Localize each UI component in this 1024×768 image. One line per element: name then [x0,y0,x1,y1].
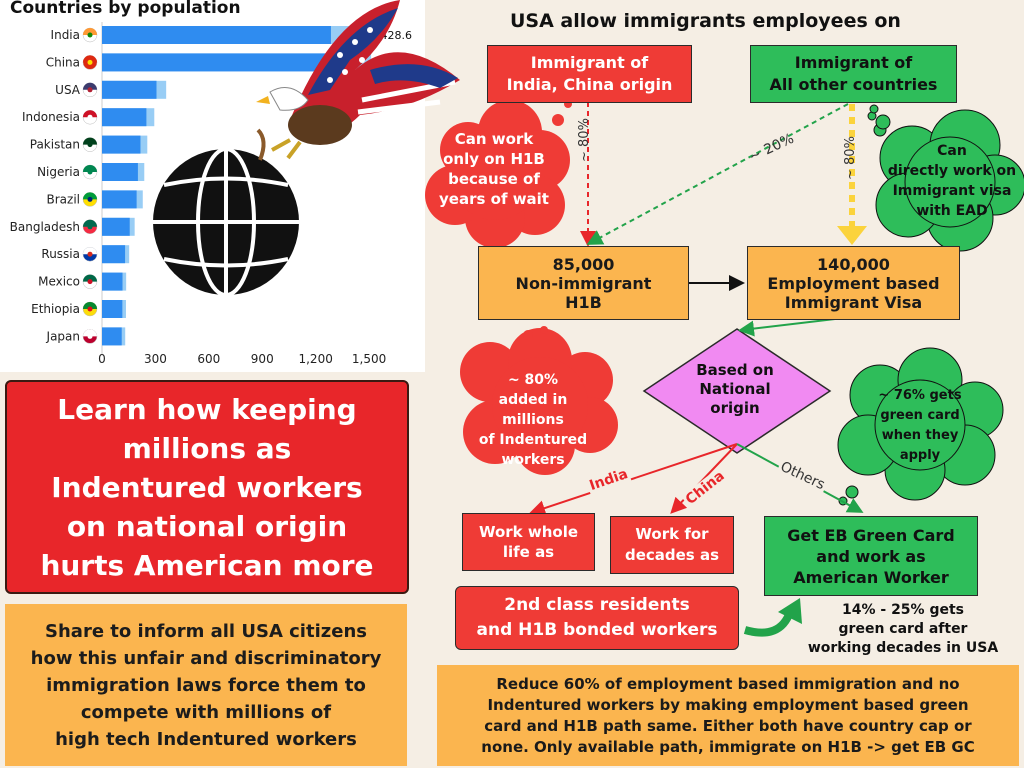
category-label: USA [55,83,81,97]
category-label: Brazil [47,192,81,206]
category-label: Mexico [38,275,80,289]
bar [102,245,126,264]
flag-indonesia-icon [82,109,98,125]
illustration-layer [153,0,460,297]
bar [102,272,123,291]
bar [102,163,138,181]
x-tick-label: 1,500 [352,352,386,366]
flag-usa-icon [82,82,98,98]
eagle-flag-illustration [256,0,460,160]
category-label: Pakistan [30,138,80,152]
flag-nigeria-icon [82,164,98,180]
box-employment-based-visa: 140,000 Employment based Immigrant Visa [747,246,960,320]
flowchart-title: USA allow immigrants employees on [510,10,901,32]
x-tick-label: 600 [197,352,220,366]
curved-arrow-to-eb [743,610,794,637]
arrow-other-to-eb-head [837,226,867,245]
bar [102,190,137,209]
box-work-decades: Work for decades as [610,516,734,574]
category-label: China [46,55,80,69]
bar [102,26,331,44]
cloud-indentured-added-text: ~ 80% added in millions of Indentured wo… [478,372,588,468]
flag-pakistan-icon [82,137,98,152]
national-origin-diamond [642,328,832,454]
x-tick-label: 300 [144,352,167,366]
box-h1b: 85,000 Non-immigrant H1B [478,246,689,320]
cloud-h1b-only [425,87,578,248]
share-callout-text: Share to inform all USA citizens how thi… [30,620,382,750]
category-label: Russia [41,247,80,261]
bar [102,300,123,318]
bar [102,108,147,127]
cloud-76-percent-text: ~ 76% gets green card when they apply [878,388,962,463]
box-other-countries: Immigrant of All other countries [750,45,957,103]
bar [102,327,122,346]
flag-russia-icon [82,246,98,262]
flag-brazil-icon [82,192,98,207]
bar [102,217,130,236]
x-tick-label: 1,200 [298,352,332,366]
share-callout-box: Share to inform all USA citizens how thi… [5,604,407,766]
arrow-origin-to-india [529,443,738,516]
flag-bangladesh-icon [82,219,98,235]
learn-callout-box: Learn how keeping millions as Indentured… [5,380,409,594]
national-origin-text: Based on National origin [696,361,774,417]
category-label: Nigeria [37,165,80,179]
green-card-stat-text: 14% - 25% gets green card after working … [807,602,999,656]
box-second-class-residents: 2nd class residents and H1B bonded worke… [455,586,739,650]
arrow-other-to-h1b [586,103,849,245]
bottom-proposal-box: Reduce 60% of employment based immigrati… [437,665,1019,766]
flag-india-icon [82,27,98,43]
label-80-percent-right: ~ 80% [843,136,858,180]
bar [102,53,331,72]
cloud-indentured-added [460,326,618,475]
category-label: Japan [46,329,80,343]
x-tick-label: 900 [251,352,274,366]
flag-mexico-icon [82,274,98,289]
arrow-eb-to-origin [738,318,836,337]
cloud-direct-immigrant-text: Can directly work on Immigrant visa with… [887,143,1017,219]
box-get-eb-green-card: Get EB Green Card and work as American W… [764,516,978,596]
category-label: India [51,28,80,42]
learn-callout-text: Learn how keeping millions as Indentured… [40,392,374,582]
category-label: Bangladesh [10,220,80,234]
chart-title: Countries by population [10,0,241,18]
box-work-whole-life: Work whole life as [462,513,595,571]
cloud-h1b-only-text: Can work only on H1B because of years of… [439,130,549,208]
bar [102,135,141,154]
category-label: Indonesia [22,110,80,124]
bar [102,80,157,99]
label-80-percent-left: ~ 80% [577,118,592,162]
flag-japan-icon [82,329,98,344]
curved-arrow-head [778,598,802,624]
category-label: Ethiopia [31,302,80,316]
cloud-direct-immigrant [867,109,1024,252]
box-india-china-origin: Immigrant of India, China origin [487,45,692,103]
x-tick-label: 0 [98,352,106,366]
flag-china-icon [82,55,98,70]
cloud-76-percent [837,347,1004,506]
cloud-direct-immigrant-bubbles [869,104,891,130]
flag-ethiopia-icon [82,301,98,317]
globe-icon [153,128,299,297]
